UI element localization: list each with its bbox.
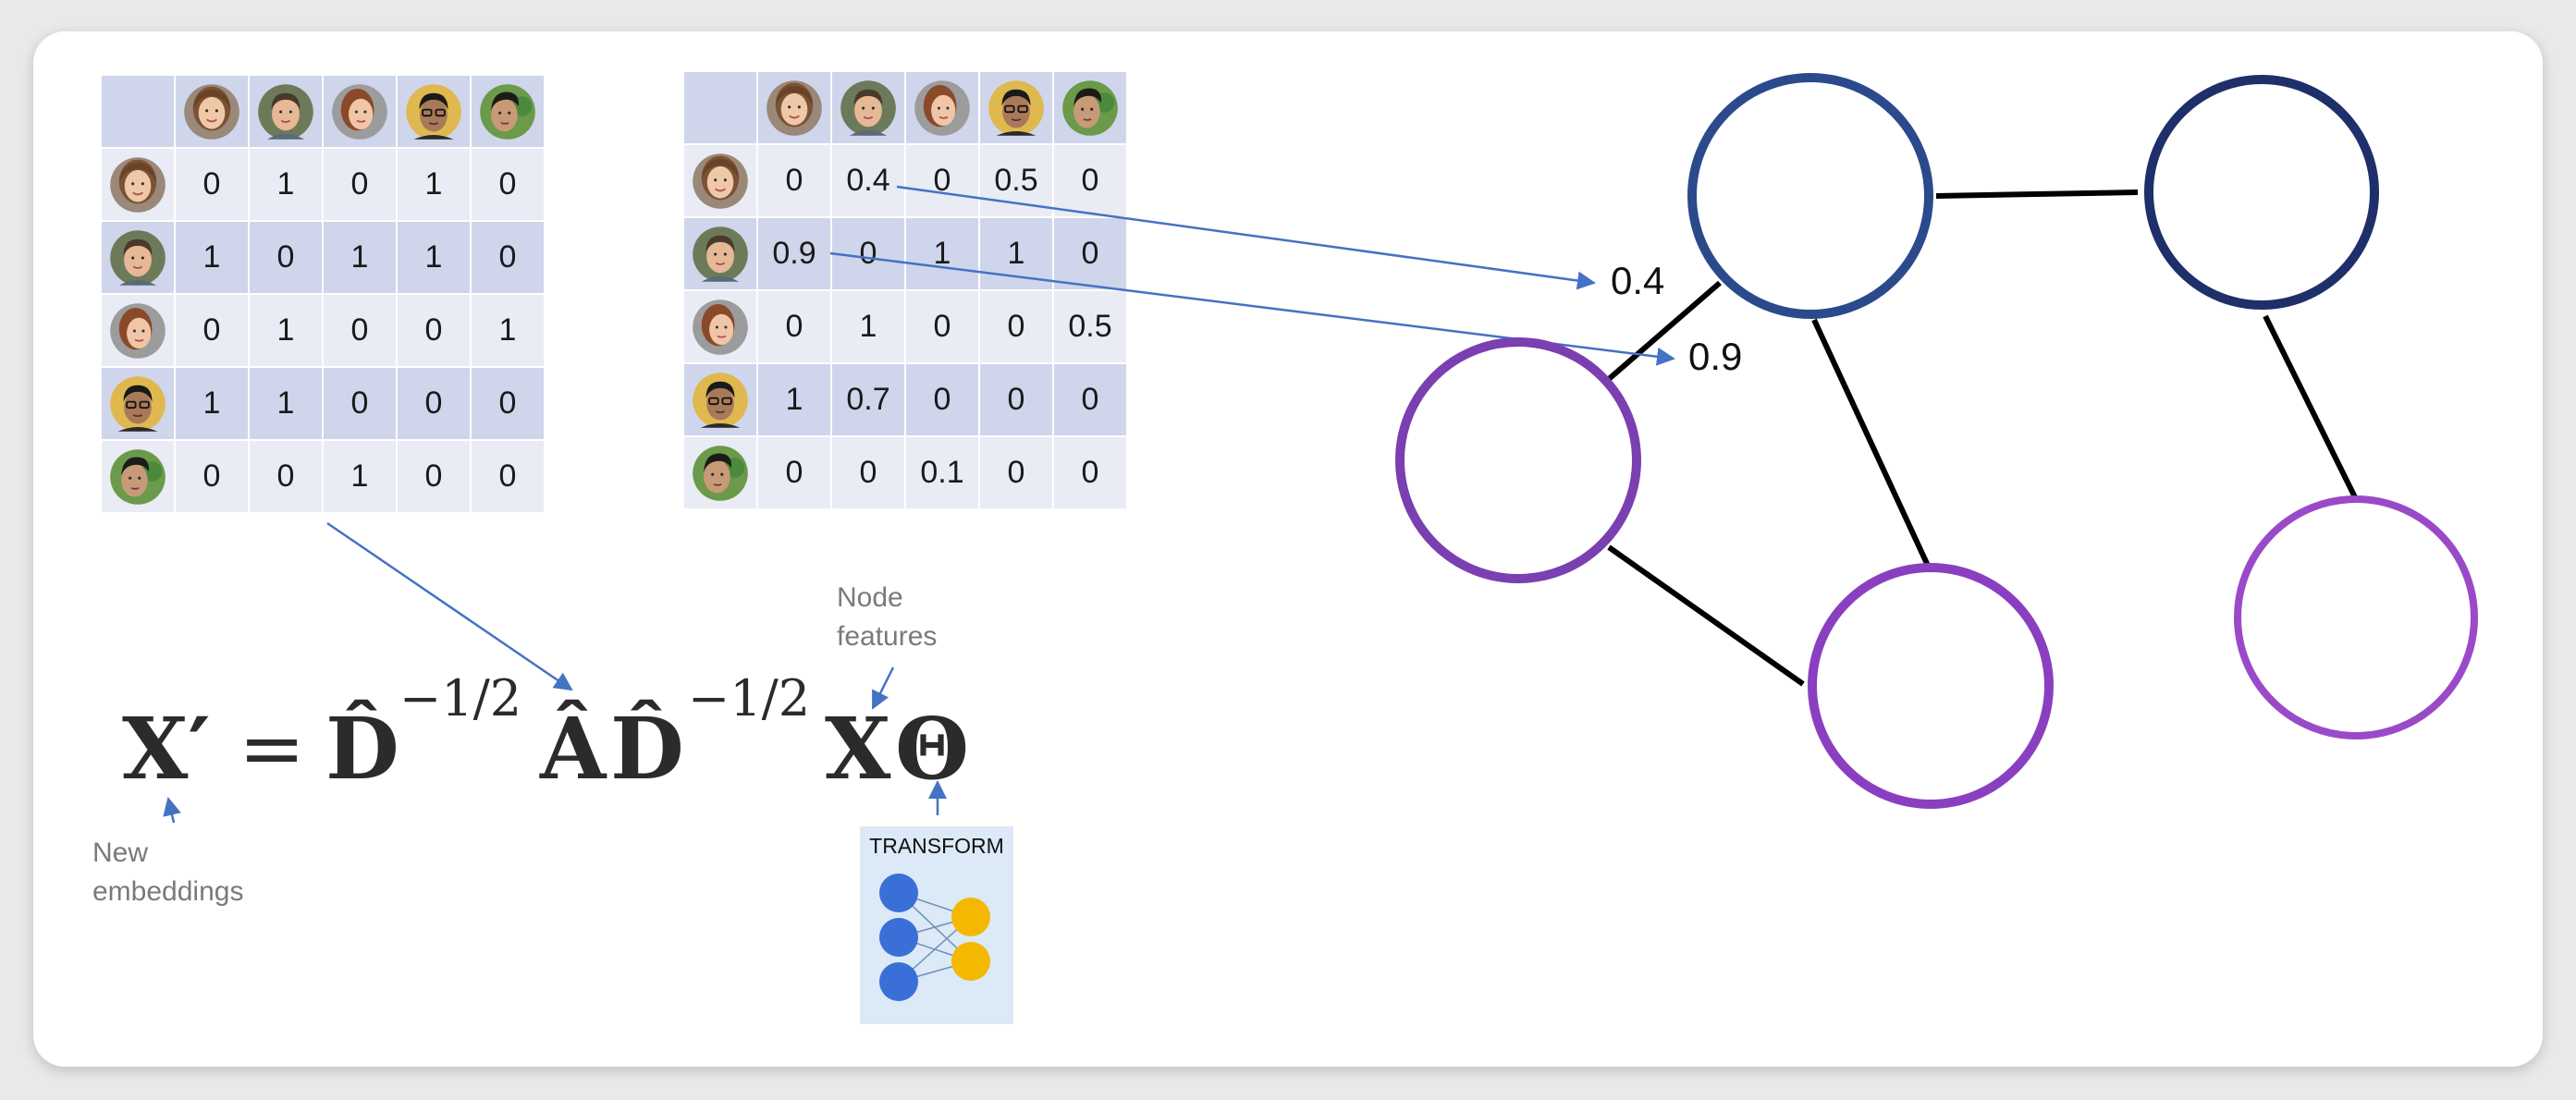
matrix-cell: 0 (1054, 437, 1126, 508)
matrix-cell: 1 (176, 368, 248, 439)
matrix-cell: 0 (472, 368, 544, 439)
graph-node-glasses-man (1808, 563, 2054, 809)
formula-d-hat-1: D̂ (325, 699, 399, 799)
matrix-cell: 1 (250, 368, 322, 439)
graph-node-man2 (2234, 495, 2478, 739)
matrix-cell: 0 (980, 291, 1052, 362)
matrix-header-row (684, 72, 1126, 143)
neural-network-icon (879, 874, 990, 1001)
matrix-cell: 0 (906, 291, 978, 362)
annotation-arrows (163, 185, 1675, 824)
matrix-cell: 0 (250, 222, 322, 293)
formula-exponent-1: −1/2 (399, 669, 522, 727)
corner-cell (684, 72, 756, 143)
matrix-header-row (102, 76, 544, 147)
edge-weight-label-1: 0.4 (1611, 259, 1665, 302)
matrix-cell: 0 (832, 437, 904, 508)
matrix-cell: 0 (1054, 218, 1126, 289)
matrix-row: 0 0.4 0 0.5 0 (684, 145, 1126, 216)
matrix-row: 0 1 0 0 1 (102, 295, 544, 366)
matrix-row: 1 1 0 0 0 (102, 368, 544, 439)
matrix-cell: 1 (758, 364, 830, 435)
new-embeddings-label: New embeddings (92, 837, 244, 907)
matrix-cell: 0.9 (758, 218, 830, 289)
matrix-cell: 0 (906, 145, 978, 216)
corner-cell (102, 76, 174, 147)
graph-edges (1607, 189, 2359, 687)
matrix-row: 0 0 0.1 0 0 (684, 437, 1126, 508)
transform-label: TRANSFORM (869, 834, 1004, 858)
matrix-cell: 1 (398, 222, 470, 293)
matrix-cell: 1 (472, 295, 544, 366)
matrix-cell: 0 (980, 364, 1052, 435)
matrix-cell: 0 (758, 291, 830, 362)
matrix-cell: 0 (176, 149, 248, 220)
formula-x: X (825, 699, 891, 799)
matrix-row: 1 0 1 1 0 (102, 222, 544, 293)
matrix-cell: 0 (472, 441, 544, 512)
matrix-cell: 0.4 (832, 145, 904, 216)
matrix-cell: 0 (398, 295, 470, 366)
matrix-cell: 0 (324, 295, 396, 366)
graph-node-man (1687, 73, 1933, 319)
matrix-cell: 0 (398, 441, 470, 512)
edge-weight-label-2: 0.9 (1688, 335, 1743, 378)
matrix-cell: 1 (176, 222, 248, 293)
matrix-cell: 0 (176, 295, 248, 366)
matrix-cell: 0 (832, 218, 904, 289)
matrix-cell: 0 (906, 364, 978, 435)
matrix-cell: 0.5 (980, 145, 1052, 216)
formula-lhs: X′ (122, 699, 211, 799)
matrix-cell: 0.7 (832, 364, 904, 435)
transform-box: TRANSFORM (860, 826, 1013, 1024)
matrix-cell: 0 (1054, 145, 1126, 216)
matrix-cell: 1 (250, 149, 322, 220)
matrix-cell: 0 (980, 437, 1052, 508)
matrix-cell: 0 (324, 149, 396, 220)
matrix-cell: 0 (472, 149, 544, 220)
matrix-cell: 1 (324, 441, 396, 512)
matrix-cell: 0 (398, 368, 470, 439)
matrix-cell: 1 (250, 295, 322, 366)
matrix-row: 1 0.7 0 0 0 (684, 364, 1126, 435)
matrix-cell: 0.5 (1054, 291, 1126, 362)
matrix-cell: 0 (176, 441, 248, 512)
matrix-cell: 0 (324, 368, 396, 439)
formula-d-hat-2: D̂ (610, 699, 684, 799)
formula-equals: = (239, 703, 306, 795)
node-features-label: Node features (837, 582, 938, 652)
matrix-cell: 1 (906, 218, 978, 289)
matrix-cell: 1 (832, 291, 904, 362)
matrix-cell: 1 (398, 149, 470, 220)
formula-a-hat: Â (540, 699, 607, 799)
matrix-row: 0 1 0 1 0 (102, 149, 544, 220)
weight-matrix: 0 0.4 0 0.5 0 0.9 0 1 1 0 0 1 0 0 0.5 1 … (682, 70, 1128, 510)
matrix-cell: 0 (472, 222, 544, 293)
graph-node-woman2 (2144, 75, 2379, 310)
matrix-cell: 0 (758, 437, 830, 508)
matrix-row: 0 0 1 0 0 (102, 441, 544, 512)
formula-exponent-2: −1/2 (688, 669, 811, 727)
matrix-row: 0 1 0 0 0.5 (684, 291, 1126, 362)
adjacency-matrix: 0 1 0 1 0 1 0 1 1 0 0 1 0 0 1 1 1 0 0 0 … (100, 74, 546, 514)
matrix-cell: 0.1 (906, 437, 978, 508)
matrix-cell: 0 (250, 441, 322, 512)
matrix-cell: 1 (324, 222, 396, 293)
graph-node-woman (1395, 337, 1641, 583)
matrix-cell: 0 (758, 145, 830, 216)
matrix-cell: 0 (1054, 364, 1126, 435)
